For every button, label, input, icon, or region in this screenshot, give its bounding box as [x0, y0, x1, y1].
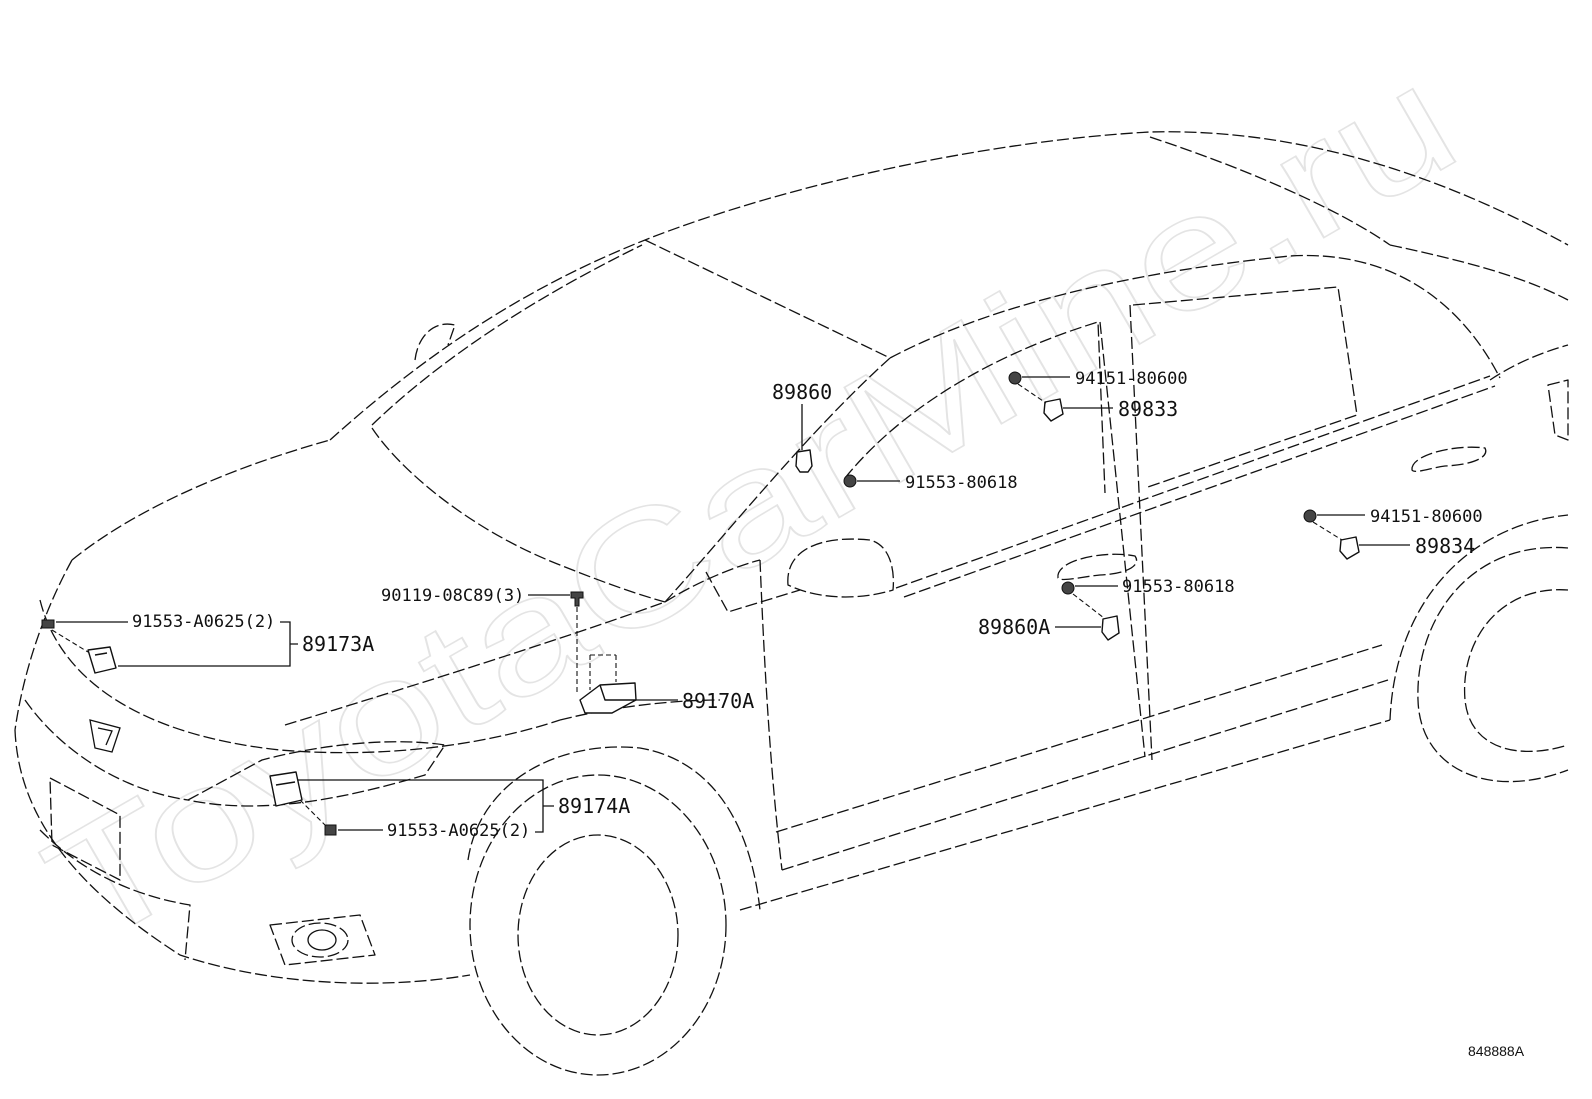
antenna: [414, 323, 456, 361]
callout-91553-A0625-front: 91553-A0625(2): [132, 612, 275, 632]
link-screw-module: [576, 607, 617, 692]
callout-89834: 89834: [1415, 534, 1475, 558]
screw-91553-A0625-front-icon: [41, 619, 55, 629]
bumper-outer: [14, 729, 471, 984]
cowl-line: [371, 427, 666, 603]
parts: [41, 371, 1360, 836]
diagram-code: 848888A: [1468, 1043, 1525, 1059]
link-nut-sensor-rear: [1312, 521, 1343, 541]
fender-crease: [284, 601, 666, 726]
a-pillar: [664, 357, 891, 603]
callout-94151-80600-rear: 94151-80600: [1370, 507, 1483, 527]
link-screw-bracket-front: [51, 629, 89, 653]
belt-line-lower: [903, 385, 1496, 598]
grille-top: [24, 699, 189, 801]
callout-labels: 89860 94151-80600 89833 91553-80618 9415…: [132, 369, 1483, 841]
roof-outer-line: [329, 131, 1569, 441]
front-wheel-arch: [467, 746, 761, 911]
callout-90119-08C89: 90119-08C89(3): [381, 586, 524, 606]
trunk-line: [1389, 244, 1569, 301]
b-pillar-rear: [1129, 304, 1153, 761]
belt-line-upper: [895, 375, 1491, 589]
lower-grille: [39, 829, 191, 961]
sill-bottom: [781, 679, 1389, 871]
emblem-icon: [89, 719, 121, 753]
sensor-89834-icon: [1339, 536, 1360, 560]
callout-91553-80618-lower: 91553-80618: [1122, 577, 1235, 597]
front-door-handle: [1057, 553, 1138, 581]
rear-window-top-line: [1149, 136, 1391, 246]
windshield-inner-left: [371, 244, 643, 426]
link-bracket-screw-lower: [299, 799, 327, 827]
sensor-89860-icon: [795, 449, 813, 473]
nut-94151-80600-upper-icon: [1008, 371, 1022, 385]
hood-front-edge: [39, 599, 561, 754]
callout-94151-80600-upper: 94151-80600: [1075, 369, 1188, 389]
front-door-top-edge: [664, 559, 761, 603]
b-pillar-front: [1099, 321, 1146, 758]
bolt-91553-80618-lower-icon: [1061, 581, 1075, 595]
link-bolt-sensor-lower: [1072, 593, 1105, 619]
rear-pillar: [1489, 344, 1569, 381]
front-window-frame: [844, 321, 1106, 494]
callout-91553-80618-upper: 91553-80618: [905, 473, 1018, 493]
rear-door-handle: [1411, 446, 1487, 472]
front-tyre: [469, 774, 727, 1076]
rear-tyre: [1417, 546, 1569, 783]
windshield-top: [644, 239, 891, 359]
callout-89173A: 89173A: [302, 632, 374, 656]
fog-lamp-surround: [269, 914, 376, 966]
callout-89860A: 89860A: [978, 615, 1050, 639]
bolt-91553-80618-upper-icon: [843, 474, 857, 488]
body-bottom: [739, 719, 1391, 911]
car-outline: [14, 131, 1569, 1076]
front-rim: [517, 834, 679, 1036]
rear-wheel-arch: [1389, 514, 1569, 721]
callout-89174A: 89174A: [558, 794, 630, 818]
bracket-89173A-leader: [118, 621, 298, 667]
leader-lines: [51, 376, 1410, 833]
side-roof-line: [889, 254, 1501, 379]
side-mirror: [787, 538, 895, 598]
sensor-89833-icon: [1043, 398, 1064, 422]
sensor-89860A-icon: [1101, 615, 1120, 641]
rear-lamp: [1547, 379, 1569, 441]
screw-90119-08C89-icon: [570, 591, 584, 607]
bracket-89173A-icon: [87, 646, 117, 674]
fender-top: [559, 699, 721, 721]
front-corner: [14, 559, 73, 731]
fog-lamp: [291, 922, 349, 958]
bracket-89174A-icon: [269, 771, 303, 807]
headlight: [187, 741, 446, 807]
rear-door-window: [1132, 286, 1358, 488]
front-door-front-edge: [759, 559, 783, 871]
callout-89860: 89860: [772, 380, 832, 404]
hood-left-edge: [71, 439, 331, 561]
bracket-89174A-leader: [298, 779, 554, 833]
sill-top: [775, 644, 1383, 833]
link-nut-sensor-upper: [1017, 383, 1047, 404]
fog-lamp-inner: [307, 929, 337, 951]
callout-91553-A0625-lower: 91553-A0625(2): [387, 821, 530, 841]
callout-89833: 89833: [1118, 397, 1178, 421]
nut-94151-80600-rear-icon: [1303, 509, 1317, 523]
screw-91553-A0625-lower-icon: [324, 824, 337, 836]
rear-rim: [1463, 589, 1569, 752]
callout-89170A: 89170A: [682, 689, 754, 713]
license-plate: [49, 777, 121, 881]
